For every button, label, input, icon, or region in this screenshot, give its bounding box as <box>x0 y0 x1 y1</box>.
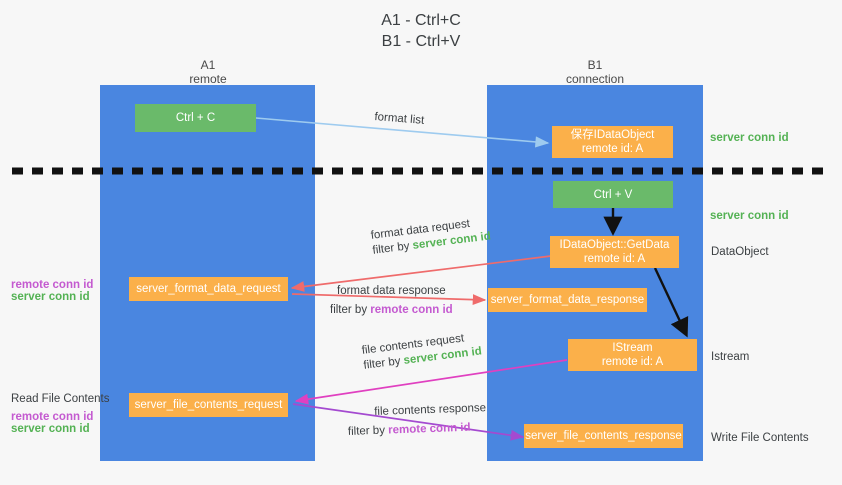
annotation-read-file-contents: Read File Contents <box>11 393 110 405</box>
annotation-server-conn-id-2: server conn id <box>11 423 90 435</box>
edge-file-contents-response-line1: file contents response <box>374 402 487 418</box>
annotation-write-file-contents: Write File Contents <box>711 432 809 444</box>
column-b1-sub: connection <box>565 72 625 86</box>
annotation-server-conn-id-1: server conn id <box>11 291 90 303</box>
node-server-format-data-request-label: server_format_data_request <box>136 283 281 295</box>
node-istream-line1: IStream <box>612 342 653 354</box>
edge-format-data-response-line1: format data response <box>337 285 446 297</box>
edge-label-format-data-response: format data response filter by remote co… <box>330 284 453 318</box>
node-server-format-data-response-label: server_format_data_response <box>490 294 645 306</box>
node-server-file-contents-response-label: server_file_contents_response <box>525 430 682 442</box>
edge-file-contents-response-key: remote conn id <box>387 421 471 437</box>
node-server-format-data-request[interactable]: server_format_data_request <box>129 277 288 301</box>
node-ctrl-c-label: Ctrl + C <box>175 112 216 124</box>
annotation-istream: Istream <box>711 351 750 363</box>
edge-file-contents-response-prefix: filter by <box>347 424 389 438</box>
node-server-file-contents-request-label: server_file_contents_request <box>134 399 283 411</box>
annotation-remote-conn-id-2: remote conn id <box>11 411 94 423</box>
edge-format-data-request-prefix: filter by <box>371 239 414 257</box>
edge-format-data-response-prefix: filter by <box>330 304 371 316</box>
node-getdata-line2: remote id: A <box>583 253 646 265</box>
node-server-format-data-response[interactable]: server_format_data_response <box>488 288 647 312</box>
node-istream[interactable]: IStream remote id: A <box>568 339 697 371</box>
column-a1-name: A1 <box>200 58 216 72</box>
annotation-group-format-conn-ids: remote conn id server conn id <box>11 279 93 303</box>
annotation-server-conn-id-mid: server conn id <box>710 210 789 222</box>
node-idataobject-getdata[interactable]: IDataObject::GetData remote id: A <box>550 236 679 268</box>
column-header-b1: B1 connection <box>517 58 673 86</box>
node-ctrl-v[interactable]: Ctrl + V <box>553 181 673 208</box>
node-server-file-contents-response[interactable]: server_file_contents_response <box>524 424 683 448</box>
node-server-file-contents-request[interactable]: server_file_contents_request <box>129 393 288 417</box>
node-save-idataobject-line2: remote id: A <box>581 143 644 155</box>
edge-label-format-list: format list <box>374 110 425 129</box>
edge-format-data-response-line2: filter by remote conn id <box>330 303 453 318</box>
node-save-idataobject[interactable]: 保存IDataObject remote id: A <box>552 126 673 158</box>
column-a1-sub: remote <box>189 72 227 86</box>
edge-file-contents-request-prefix: filter by <box>362 354 405 372</box>
annotation-group-file-conn-ids: remote conn id server conn id <box>11 411 93 435</box>
edge-label-file-contents-response: file contents response filter by remote … <box>348 401 487 439</box>
title-line-1: A1 - Ctrl+C <box>381 12 461 29</box>
node-ctrl-c[interactable]: Ctrl + C <box>135 104 256 132</box>
column-header-a1: A1 remote <box>130 58 286 86</box>
title-line-2: B1 - Ctrl+V <box>381 33 461 50</box>
node-save-idataobject-line1: 保存IDataObject <box>570 129 655 141</box>
page-title: A1 - Ctrl+C B1 - Ctrl+V <box>0 10 842 52</box>
edge-format-data-response-key: remote conn id <box>370 304 453 316</box>
annotation-remote-conn-id-1: remote conn id <box>11 279 94 291</box>
edge-label-file-contents-request: file contents request filter by server c… <box>361 330 483 374</box>
edge-file-contents-response-line2: filter by remote conn id <box>348 420 487 440</box>
node-ctrl-v-label: Ctrl + V <box>593 188 633 201</box>
annotation-dataobject: DataObject <box>711 246 769 258</box>
node-istream-line2: remote id: A <box>601 356 664 368</box>
node-getdata-line1: IDataObject::GetData <box>559 239 670 251</box>
column-b1-name: B1 <box>587 58 603 72</box>
edge-label-format-list-text: format list <box>373 110 425 127</box>
annotation-server-conn-id-top: server conn id <box>710 132 789 144</box>
edge-label-format-data-request: format data request filter by server con… <box>370 215 492 259</box>
